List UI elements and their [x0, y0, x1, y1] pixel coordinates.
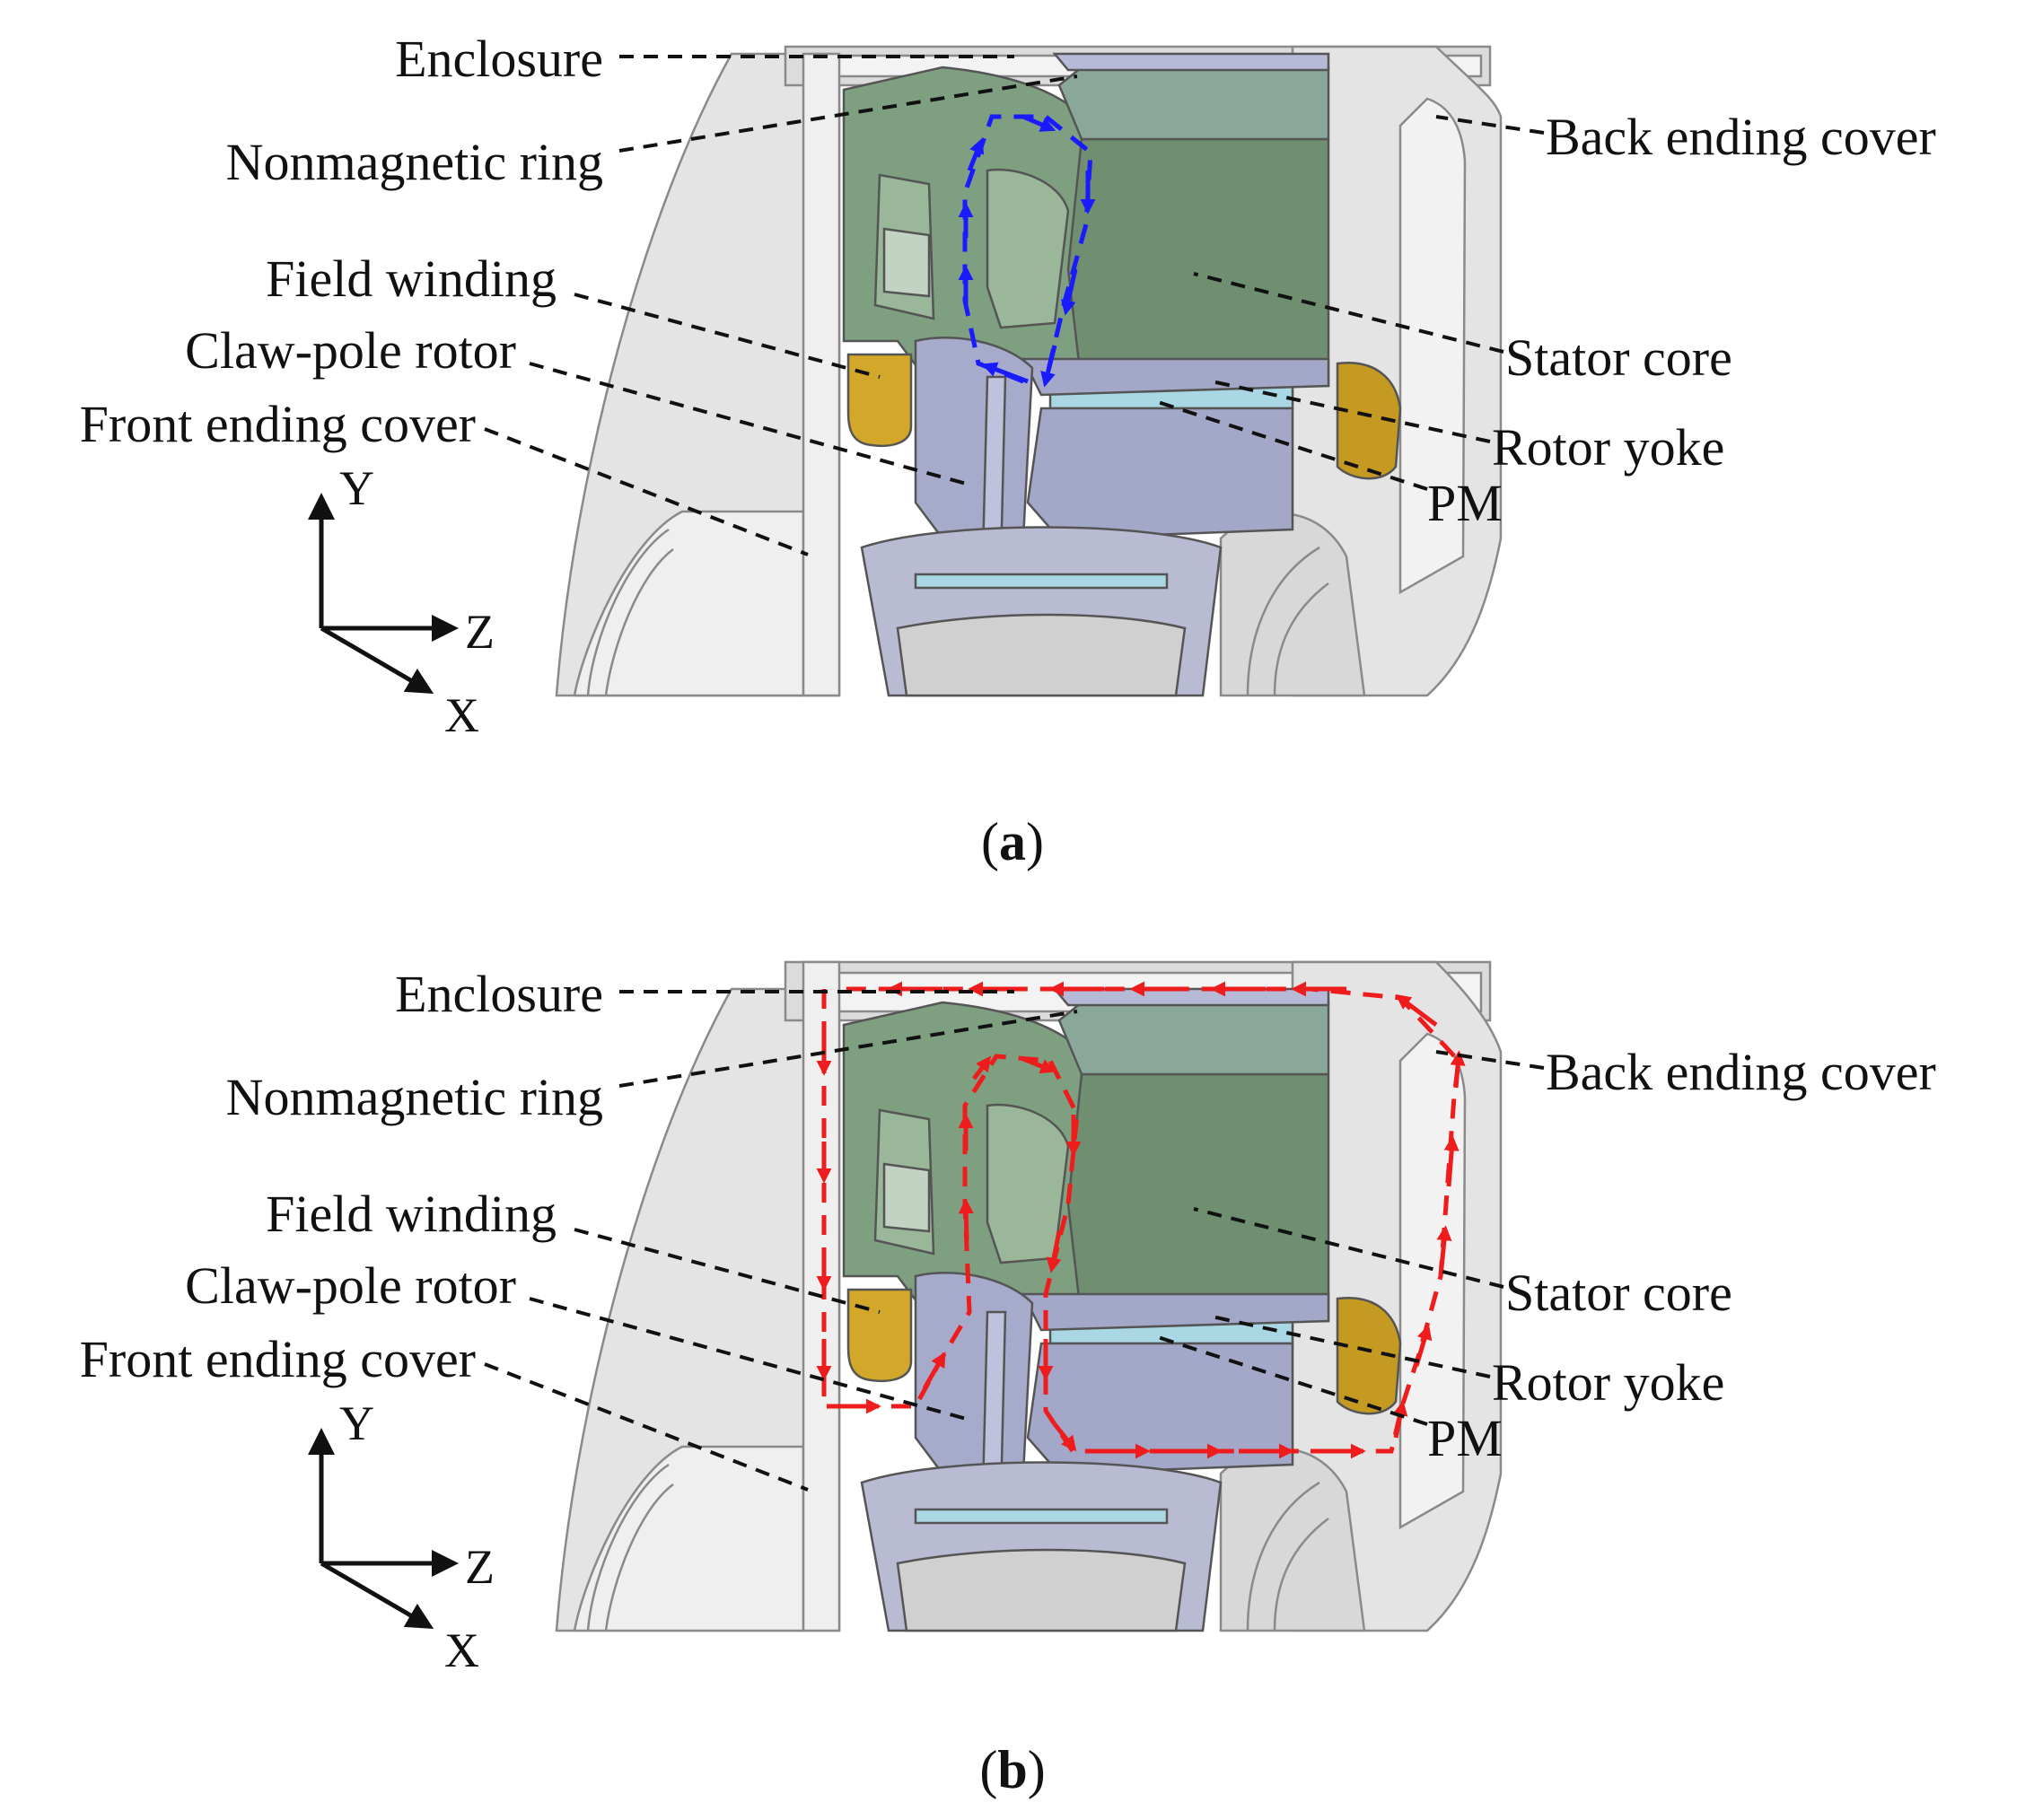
part-labels: Enclosure Nonmagnetic ring Field winding… — [80, 965, 1936, 1467]
rotor-yoke-shape — [1021, 357, 1330, 397]
axis-x-label: X — [444, 1623, 479, 1677]
flux-arrow — [1040, 345, 1057, 388]
flux-path — [958, 114, 1096, 388]
coordinate-axes: Y Z X — [308, 1396, 495, 1677]
label-claw-pole-rotor: Claw-pole rotor — [185, 1256, 516, 1315]
flux-arrow — [922, 1352, 946, 1390]
label-nonmagnetic-ring: Nonmagnetic ring — [226, 133, 603, 191]
panel-b: Enclosure Nonmagnetic ring Field winding… — [80, 960, 1936, 1799]
machine-cross-section — [555, 45, 1503, 697]
label-rotor-yoke: Rotor yoke — [1492, 418, 1724, 477]
axis-x-label: X — [444, 688, 479, 742]
label-claw-pole-rotor: Claw-pole rotor — [185, 321, 516, 380]
flux-arrow — [1060, 268, 1078, 316]
flux-arrow — [1053, 1422, 1077, 1452]
label-nonmagnetic-ring: Nonmagnetic ring — [226, 1068, 603, 1126]
panel-caption: (a) — [981, 812, 1044, 871]
leader-lines — [484, 55, 1545, 556]
flux-arrow — [1450, 1050, 1466, 1089]
flux-arrow — [1395, 993, 1438, 1027]
label-back-ending-cover: Back ending cover — [1546, 108, 1936, 166]
label-enclosure: Enclosure — [395, 30, 603, 88]
label-front-ending-cover: Front ending cover — [80, 395, 476, 453]
field-winding-shape — [846, 353, 913, 448]
flux-arrow — [967, 137, 985, 171]
axis-y-label: Y — [339, 1396, 374, 1450]
leader-lines — [484, 990, 1545, 1492]
coordinate-axes: Y Z X — [308, 461, 495, 742]
flux-arrow — [1436, 1225, 1452, 1277]
part-labels: Enclosure Nonmagnetic ring Field winding… — [80, 30, 1936, 532]
label-front-ending-cover: Front ending cover — [80, 1330, 476, 1388]
label-back-ending-cover: Back ending cover — [1546, 1043, 1936, 1101]
flux-arrow — [1046, 1230, 1062, 1273]
panel-caption: (b) — [979, 1740, 1045, 1799]
flux-arrow — [1022, 1056, 1056, 1074]
flux-path — [816, 981, 1466, 1459]
label-field-winding: Field winding — [266, 1185, 557, 1243]
label-stator-core: Stator core — [1505, 328, 1732, 387]
label-enclosure: Enclosure — [395, 965, 603, 1023]
label-pm: PM — [1427, 474, 1503, 532]
axis-y-label: Y — [339, 461, 374, 515]
label-pm: PM — [1427, 1409, 1503, 1467]
panel-a: Enclosure Nonmagnetic ring Field winding… — [80, 30, 1936, 871]
flux-arrow — [958, 1198, 974, 1241]
flux-arrow — [1022, 114, 1056, 132]
flux-arrow — [972, 1055, 992, 1081]
axis-z-label: Z — [465, 605, 495, 659]
label-rotor-yoke: Rotor yoke — [1492, 1353, 1724, 1412]
axis-z-label: Z — [465, 1540, 495, 1594]
flux-arrow — [1392, 1400, 1408, 1439]
flux-arrow — [981, 362, 1029, 384]
flux-path-loop — [962, 114, 1093, 384]
label-field-winding: Field winding — [266, 249, 557, 308]
label-stator-core: Stator core — [1505, 1264, 1732, 1322]
stator-core-shape — [1066, 137, 1330, 388]
flux-arrow — [1443, 1135, 1460, 1187]
